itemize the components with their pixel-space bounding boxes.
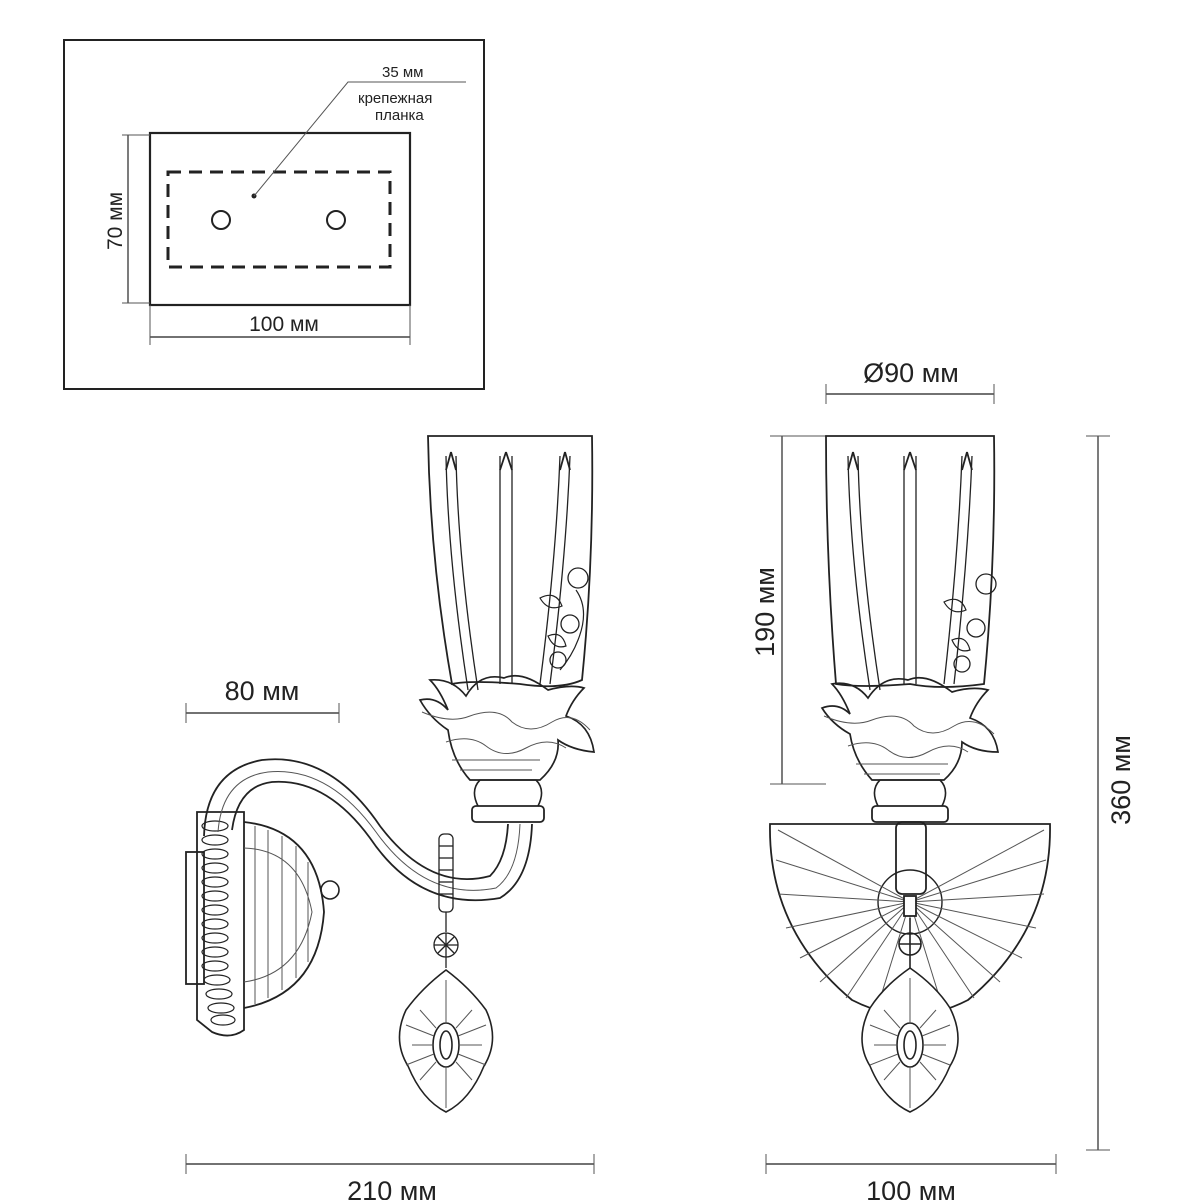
inset-frame [63,39,485,390]
side-flower-cup [418,674,595,781]
total-height-label: 360 мм [1106,735,1136,825]
front-flower-cup [820,676,999,781]
screw-hole-right [326,210,346,230]
bracket-leader-line [253,81,466,197]
side-pendant [398,968,494,1113]
side-view: 80 мм [185,435,595,1200]
screw-hole-left [211,210,231,230]
plate-width-label: 100 мм [249,313,319,336]
front-view: Ø90 мм 190 мм 360 мм [750,358,1136,1200]
side-wall-plate [185,811,340,1037]
side-glass-shade [427,435,594,691]
front-glass-shade [825,435,997,691]
bracket-label-line1: крепежная [358,90,432,107]
side-chain [433,833,459,968]
front-pendant [861,918,959,1113]
plate-height-label: 70 мм [104,192,127,250]
bracket-label-line2: планка [375,107,424,124]
side-collar [471,779,545,823]
shade-diameter-label: Ø90 мм [863,358,959,388]
bracket-size-label: 35 мм [382,64,423,81]
mounting-plate-inset: 35 мм крепежная планка 70 мм 100 мм [63,39,485,390]
plate-outline [148,131,412,307]
arm-depth-label: 80 мм [225,676,300,706]
front-collar [871,779,949,823]
total-depth-label: 210 мм [347,1176,437,1200]
base-width-label: 100 мм [866,1176,956,1200]
bracket-outline [166,170,392,269]
shade-height-label: 190 мм [750,567,780,657]
side-arm [203,758,533,902]
